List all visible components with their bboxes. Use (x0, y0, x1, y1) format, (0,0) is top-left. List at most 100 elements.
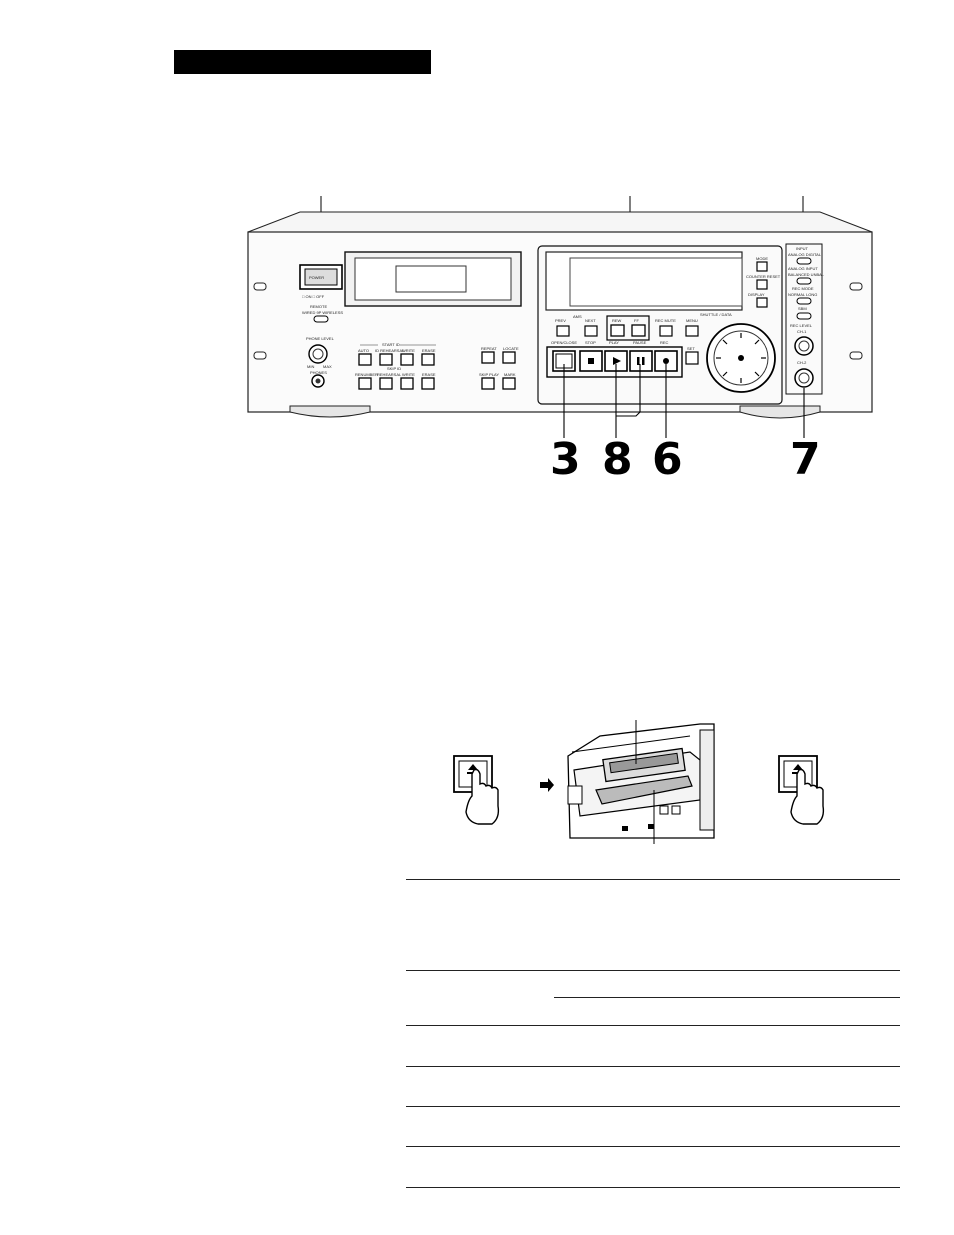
mode-label: MODE (756, 256, 768, 261)
ch2-label: CH-2 (797, 360, 807, 365)
max-label: MAX (323, 364, 332, 369)
rec-mute-label: REC MUTE (655, 318, 676, 323)
menu-button (685, 325, 699, 337)
mode-button (756, 261, 768, 272)
display-button (756, 297, 768, 308)
power-label: POWER (309, 275, 324, 280)
ff-button (631, 324, 646, 337)
rec-mode-label: REC MODE (792, 286, 814, 291)
skip-play-label: SKIP PLAY (479, 372, 499, 377)
table-rule-1 (406, 970, 900, 971)
table-rule-3 (406, 1066, 900, 1067)
remote-label: REMOTE (310, 304, 327, 309)
prev-label: PREV (555, 318, 566, 323)
rehearsal-label: REHEARSAL (377, 372, 402, 377)
input-switch (796, 257, 812, 265)
erase-button-2 (421, 377, 435, 390)
set-label: SET (687, 346, 695, 351)
section-header-bar (174, 50, 431, 74)
menu-label: MENU (686, 318, 698, 323)
analog-input-label: ANALOG INPUT (788, 266, 818, 271)
rec-level-label: REC LEVEL (790, 323, 813, 328)
locate-button (502, 351, 516, 364)
table-rule-top (406, 879, 900, 880)
counter-reset-label: COUNTER RESET (746, 274, 781, 279)
write-button-1 (400, 353, 414, 366)
write-label-1: WRITE (402, 348, 415, 353)
id-rehearsal-button (379, 353, 393, 366)
skip-id-label: SKIP ID (387, 366, 401, 371)
open-close-label: OPEN/CLOSE (551, 340, 577, 345)
remote-sub-label: WIRED 9P WIRELESS (302, 310, 343, 315)
pause-button (629, 350, 653, 372)
play-label: PLAY (609, 340, 619, 345)
input-label: INPUT (796, 246, 809, 251)
locate-label: LOCATE (503, 346, 519, 351)
table-rule-1-sub (554, 997, 900, 998)
rew-label: REW (612, 318, 622, 323)
input-sub-label: ANALOG DIGITAL (788, 252, 822, 257)
analog-input-sub-label: BALANCED UNBAL (788, 272, 825, 277)
table-rule-2 (406, 1025, 900, 1026)
eject-press-right (778, 755, 825, 825)
rec-label: REC (660, 340, 669, 345)
prev-button (556, 325, 570, 337)
sbm-label: SBM (798, 306, 807, 311)
sbm-switch (796, 312, 812, 320)
callout-7: 7 (790, 434, 821, 480)
rew-ff-highlight-box (606, 315, 650, 341)
rec-mode-sub-label: NORMAL LONG (788, 292, 817, 297)
left-display-window (395, 265, 467, 293)
remote-switch (313, 315, 329, 323)
callout-3: 3 (550, 434, 581, 480)
callout-6: 6 (652, 434, 683, 480)
mark-button (502, 377, 516, 390)
min-label: MIN (307, 364, 314, 369)
table-rule-5 (406, 1146, 900, 1147)
pause-label: PAUSE (633, 340, 647, 345)
next-label: NEXT (585, 318, 596, 323)
callout-8: 8 (602, 434, 633, 480)
shuttle-label: SHUTTLE / DATA (700, 312, 732, 317)
on-off-label: □ ON □ OFF (302, 294, 325, 299)
auto-label: AUTO (358, 348, 369, 353)
write-button-2 (400, 377, 414, 390)
erase-button-1 (421, 353, 435, 366)
deck-top-lid (247, 211, 873, 233)
ff-label: FF (634, 318, 639, 323)
mark-label: MARK (504, 372, 516, 377)
repeat-label: REPEAT (481, 346, 497, 351)
eject-press-left (453, 755, 500, 825)
phones-label: PHONES (310, 370, 327, 375)
tape-slot-closeup (567, 720, 715, 844)
shuttle-dial[interactable] (706, 323, 776, 393)
rew-button (610, 324, 625, 337)
auto-button (358, 353, 372, 366)
erase-label-1: ERASE (422, 348, 436, 353)
set-button (685, 351, 699, 365)
rehearsal-button (379, 377, 393, 390)
skip-play-button (481, 377, 495, 390)
analog-input-switch (796, 277, 812, 285)
insert-tape-illustration (453, 720, 825, 844)
write-label-2: WRITE (402, 372, 415, 377)
arrow-right-icon (540, 778, 554, 792)
repeat-button (481, 351, 495, 364)
ams-label: AMS (573, 314, 582, 319)
table-rule-4 (406, 1106, 900, 1107)
id-rehearsal-label: ID REHEARSAL (375, 348, 405, 353)
start-id-label: START ID (382, 342, 400, 347)
counter-reset-button (756, 279, 768, 290)
stop-label: STOP (585, 340, 596, 345)
renumber-button (358, 377, 372, 390)
front-panel-illustration: POWER □ ON □ OFF REMOTE WIRED 9P WIRELES… (247, 196, 873, 480)
erase-label-2: ERASE (422, 372, 436, 377)
display-label: DISPLAY (748, 292, 765, 297)
table-rule-bottom (406, 1187, 900, 1188)
renumber-label: RENUMBER (355, 372, 378, 377)
next-button (584, 325, 598, 337)
phone-level-label: PHONE LEVEL (306, 336, 335, 341)
ch1-label: CH-1 (797, 329, 807, 334)
rec-mode-switch (796, 297, 812, 305)
rec-mute-button (659, 325, 673, 337)
